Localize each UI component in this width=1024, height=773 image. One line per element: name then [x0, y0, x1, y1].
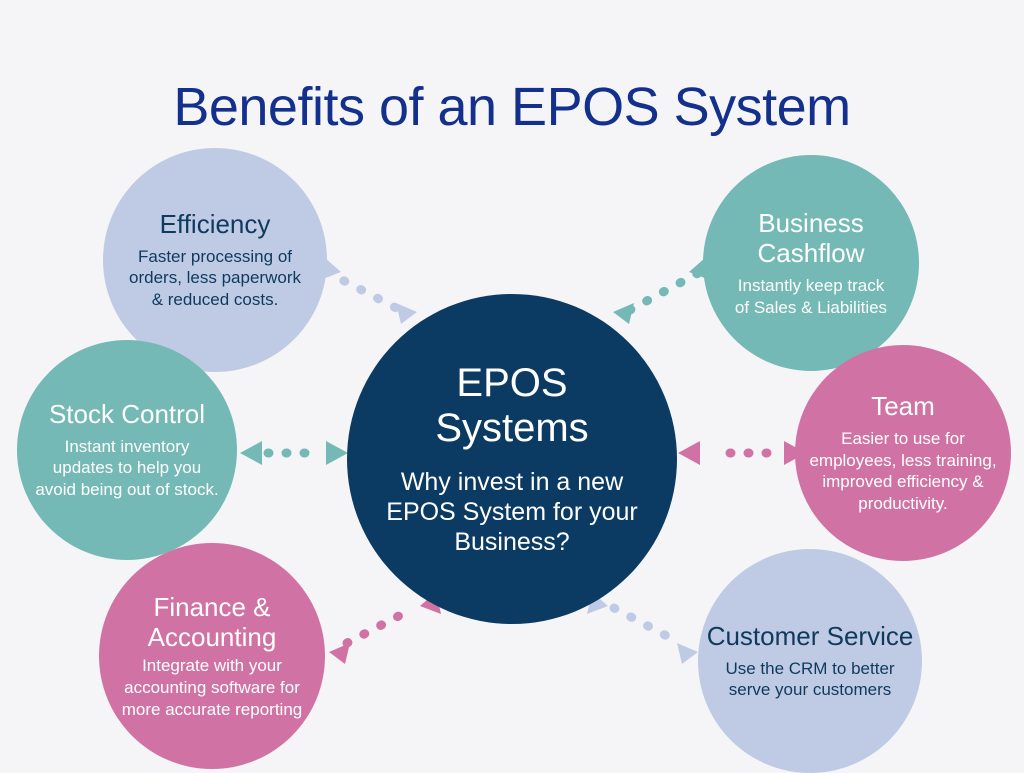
- bubble-business-cashflow-title: Business Cashflow: [757, 207, 865, 269]
- bubble-stock-control-description: Instant inventory updates to help you av…: [35, 436, 219, 500]
- bubble-efficiency-title: Efficiency: [159, 209, 271, 240]
- connector-team-to-hub: [678, 441, 806, 465]
- hub-circle[interactable]: EPOS Systems Why invest in a new EPOS Sy…: [347, 294, 677, 624]
- bubble-customer-service-title: Customer Service: [706, 620, 914, 651]
- bubble-stock-control-title: Stock Control: [48, 399, 206, 430]
- bubble-customer-service[interactable]: Customer Service Use the CRM to better s…: [698, 549, 922, 773]
- bubble-business-cashflow-description: Instantly keep track of Sales & Liabilit…: [734, 275, 888, 317]
- connector-efficiency-to-hub: [320, 258, 417, 324]
- bubble-stock-control[interactable]: Stock Control Instant inventory updates …: [17, 340, 237, 560]
- hub-subtitle: Why invest in a new EPOS System for your…: [386, 467, 638, 556]
- bubble-finance-accounting[interactable]: Finance & Accounting Integrate with your…: [99, 543, 325, 769]
- bubble-team-title: Team: [871, 391, 935, 422]
- connector-stock-to-hub: [240, 441, 348, 465]
- connector-finance-to-hub: [329, 592, 441, 664]
- bubble-customer-service-description: Use the CRM to better serve your custome…: [725, 658, 895, 700]
- connector-cashflow-to-hub: [613, 258, 710, 324]
- bubble-finance-accounting-title: Finance & Accounting: [147, 591, 277, 653]
- bubble-efficiency-description: Faster processing of orders, less paperw…: [129, 246, 301, 310]
- bubble-efficiency[interactable]: Efficiency Faster processing of orders, …: [103, 148, 327, 372]
- bubble-business-cashflow[interactable]: Business Cashflow Instantly keep track o…: [703, 155, 919, 371]
- hub-title: EPOS Systems: [435, 361, 589, 450]
- bubble-finance-accounting-description: Integrate with your accounting software …: [121, 656, 303, 719]
- bubble-team-description: Easier to use for employees, less traini…: [809, 428, 997, 514]
- bubble-team[interactable]: Team Easier to use for employees, less t…: [795, 345, 1011, 561]
- connector-customer-to-hub: [587, 592, 698, 664]
- page-title: Benefits of an EPOS System: [173, 77, 851, 138]
